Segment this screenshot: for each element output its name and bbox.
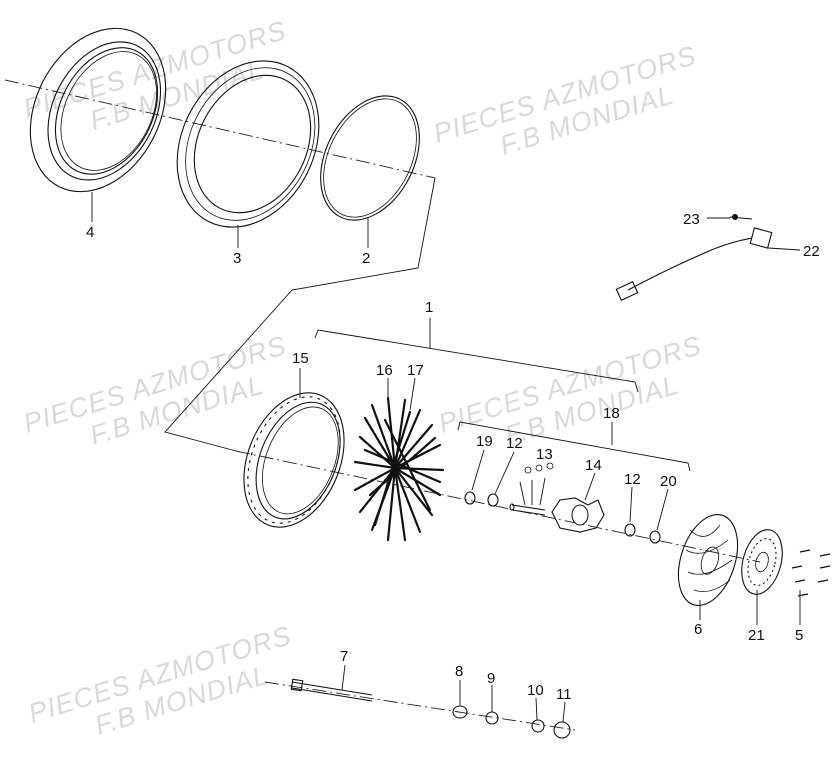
callout-9: 9 (487, 670, 495, 687)
callout-3: 3 (233, 250, 241, 267)
callout-11: 11 (556, 686, 572, 703)
callout-5: 5 (795, 627, 803, 644)
axle-cap-part (553, 721, 571, 739)
axle-nut-part (531, 719, 545, 733)
callout-4: 4 (86, 224, 94, 241)
callout-12b: 12 (624, 471, 641, 488)
callout-1: 1 (425, 299, 433, 316)
brake-disc-part (677, 513, 739, 607)
spacer-13 (509, 462, 554, 516)
hub-14 (551, 497, 605, 533)
assembly-connector-line (164, 177, 436, 452)
sensor-bolt-part (729, 214, 753, 220)
callout-21: 21 (748, 627, 765, 644)
axle-part (290, 678, 373, 702)
callout-23: 23 (683, 211, 700, 228)
callout-16: 16 (376, 362, 393, 379)
inner-tube-part (176, 60, 320, 228)
spokes-part (353, 396, 445, 542)
tire-part (29, 27, 167, 193)
rim-part (243, 392, 345, 528)
axle-axis-line (264, 681, 576, 731)
callout-10: 10 (527, 682, 544, 699)
seal-20 (649, 530, 661, 544)
callout-19: 19 (476, 433, 493, 450)
bearing-19 (464, 491, 476, 505)
callout-20: 20 (660, 473, 677, 490)
callout-6: 6 (694, 621, 702, 638)
callout-15: 15 (292, 350, 309, 367)
callout-18: 18 (603, 405, 620, 422)
callout-8: 8 (455, 663, 463, 680)
exploded-parts-diagram: 4 3 2 1 15 16 17 18 19 12 13 14 12 20 6 … (4, 27, 831, 739)
wheel-sensor-part (615, 227, 773, 301)
group-bracket-1 (314, 329, 639, 393)
callout-13: 13 (536, 446, 553, 463)
callout-17: 17 (407, 362, 424, 379)
disc-bolts-part (791, 549, 831, 597)
washer-part (485, 711, 499, 725)
callout-14: 14 (585, 457, 602, 474)
tire-axis-line (4, 79, 436, 179)
tone-ring-part (741, 529, 783, 595)
bearing-12-left (487, 493, 499, 507)
callout-12a: 12 (506, 435, 523, 452)
wheel-axis-line (235, 450, 761, 563)
callout-2: 2 (362, 250, 370, 267)
callout-22: 22 (803, 243, 820, 260)
group-bracket-18 (457, 421, 691, 472)
bearing-12-right (624, 523, 636, 537)
callout-7: 7 (340, 648, 348, 665)
rim-band-part (320, 95, 420, 221)
